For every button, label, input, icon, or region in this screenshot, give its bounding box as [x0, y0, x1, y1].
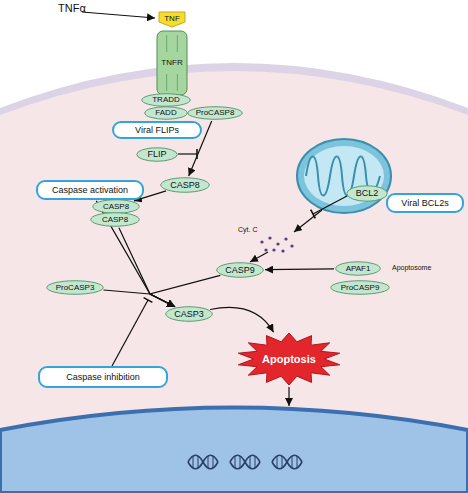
cell-membrane	[0, 63, 468, 493]
dna-helix	[272, 455, 302, 469]
callout-box: Caspase inhibition	[38, 366, 168, 388]
callout-box: Viral BCL2s	[386, 193, 464, 213]
arrow-connector	[210, 307, 273, 332]
inhibition-bar	[144, 298, 153, 303]
arrow-connector	[104, 290, 176, 307]
dna-icons	[188, 455, 302, 469]
oval-shape	[91, 213, 140, 227]
layout-arrows	[82, 12, 347, 406]
node-label: CASP9	[225, 266, 255, 275]
arrow-connector	[265, 268, 334, 270]
node-label: TNFR	[161, 59, 182, 67]
arrow-connector	[119, 228, 175, 307]
ligand-arrow	[82, 12, 155, 18]
node-label: FLIP	[147, 150, 166, 159]
cytochrome-dots	[260, 236, 293, 252]
node-label: ProCASP3	[56, 284, 95, 292]
node-label: Caspase inhibition	[66, 373, 140, 382]
oval-shape	[145, 107, 188, 120]
node-label: APAF1	[346, 265, 371, 273]
node-label: TRADD	[152, 96, 180, 104]
ligand-shape	[159, 12, 185, 27]
node-label: Viral BCL2s	[401, 199, 448, 208]
oval-shape	[347, 186, 388, 202]
mitochondrion-outer	[297, 139, 391, 213]
nucleus-arrow	[288, 387, 289, 406]
oval-shape	[331, 281, 390, 295]
protein-node: ProCASP9	[330, 280, 390, 295]
callout-box: Viral FLIPs	[112, 121, 202, 139]
oval-shape	[188, 107, 243, 120]
protein-node: BCL2	[346, 185, 388, 202]
protein-node: TNF	[157, 10, 187, 28]
mitochondrion	[297, 139, 391, 213]
protein-node: APAF1	[335, 261, 381, 276]
dna-helix	[188, 455, 218, 469]
protein-node: CASP9	[216, 262, 264, 278]
protein-node: FADD	[144, 106, 188, 120]
protein-node: TNFR	[156, 30, 188, 96]
oval-shape	[47, 281, 104, 295]
protein-node: TRADD	[141, 93, 191, 107]
cytoplasm	[0, 71, 468, 493]
protein-node: CASP3	[165, 306, 213, 322]
arrow-connector	[150, 275, 220, 307]
oval-shape	[166, 307, 213, 322]
node-label: ProCASP9	[341, 284, 380, 292]
node-label: BCL2	[356, 189, 379, 198]
oval-shape	[217, 263, 264, 278]
protein-node: CASP8	[92, 199, 140, 214]
protein-node: CASP8	[160, 177, 210, 193]
inhibition-line	[178, 153, 197, 154]
node-label: TNF	[164, 15, 180, 23]
protein-node: ProCASP8	[187, 106, 243, 120]
protein-node: ProCASP3	[46, 280, 104, 295]
node-label: FADD	[155, 109, 176, 117]
receptor-shape	[157, 31, 187, 95]
oval-shape	[93, 200, 140, 214]
node-label: Viral FLIPs	[135, 126, 179, 135]
node-label: ProCASP8	[196, 109, 235, 117]
protein-node: CASP8	[90, 212, 140, 227]
free-label: Apoptosome	[392, 264, 431, 271]
free-label: TNFα	[58, 3, 86, 14]
oval-shape	[137, 148, 178, 162]
protein-node: FLIP	[136, 147, 178, 162]
inhibition-line	[112, 300, 148, 366]
nucleus	[0, 408, 468, 493]
node-label: CASP8	[103, 203, 129, 211]
oval-shape	[336, 262, 381, 276]
callout-box: Caspase activation	[36, 180, 144, 200]
node-label: CASP8	[102, 216, 128, 224]
free-label: Cyt. C	[238, 226, 257, 233]
node-label: Caspase activation	[52, 186, 128, 195]
node-label: CASP3	[174, 310, 204, 319]
inhibition-bar	[311, 210, 316, 219]
node-label: CASP8	[170, 181, 200, 190]
dna-helix	[230, 455, 260, 469]
oval-shape	[161, 178, 210, 193]
node-label: Apoptosis	[262, 354, 316, 365]
oval-shape	[142, 94, 191, 107]
cytc-arrow	[250, 252, 268, 262]
starburst-shape	[238, 333, 339, 385]
inhibition-line	[313, 196, 347, 214]
outcome-burst: Apoptosis	[236, 332, 342, 386]
release-arrow	[294, 210, 322, 232]
